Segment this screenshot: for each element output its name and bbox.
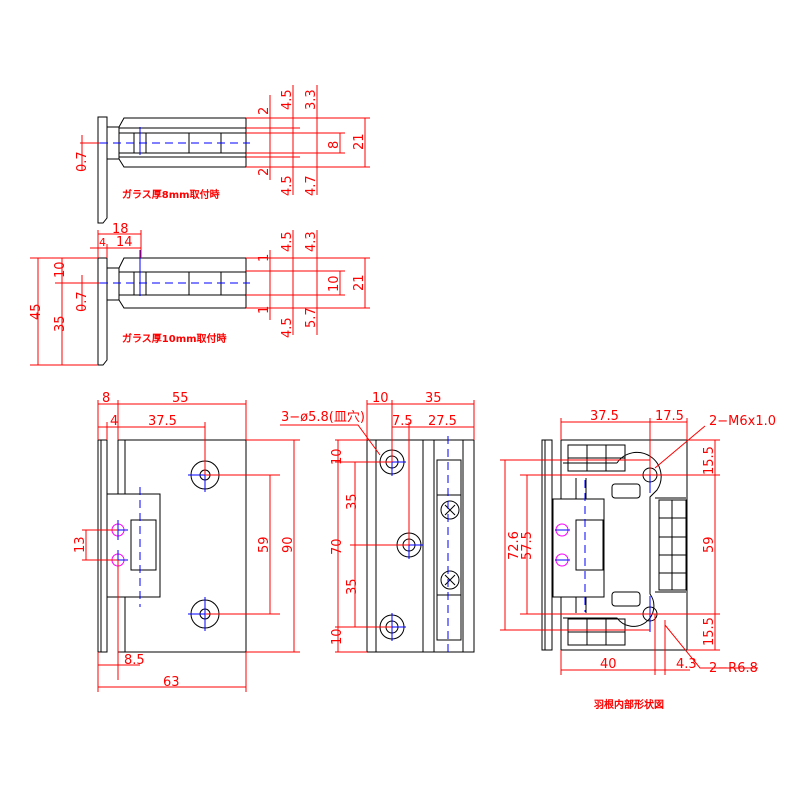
drawing-line bbox=[280, 400, 475, 653]
dim: 10 bbox=[372, 391, 389, 406]
dim: 72.6 bbox=[507, 531, 522, 560]
dim: 35 bbox=[345, 493, 360, 510]
radius-note: 2−R6.8 bbox=[709, 661, 758, 676]
drawing-line bbox=[436, 494, 462, 596]
dim: 3.3 bbox=[304, 89, 319, 110]
dim: 4.3 bbox=[676, 657, 697, 672]
thread-note: 2−M6x1.0 bbox=[709, 414, 776, 429]
dim: 15.5 bbox=[702, 617, 717, 646]
dim: 10 bbox=[330, 448, 345, 465]
top-view-10mm: 18 4 14 1 4.5 4.3 10 21 1 4.5 5.7 0.7 45… bbox=[29, 222, 370, 366]
dim: 21 bbox=[352, 133, 367, 150]
dim: 18 bbox=[112, 222, 129, 237]
drawing-line bbox=[500, 418, 758, 675]
dim: 90 bbox=[281, 536, 296, 553]
drawing-line bbox=[567, 444, 626, 472]
drawing-line bbox=[575, 519, 604, 571]
dim: 8.5 bbox=[124, 653, 145, 668]
drawing-line bbox=[375, 440, 464, 652]
drawing-line bbox=[30, 233, 370, 366]
dim: 8 bbox=[327, 141, 342, 149]
dim: 35 bbox=[53, 315, 68, 332]
drawing-line bbox=[555, 457, 668, 632]
dim: 4.5 bbox=[280, 231, 295, 252]
dim: 35 bbox=[425, 391, 442, 406]
side-view: 10 35 7.5 27.5 3−ø5.8(皿穴) 10 35 70 35 10 bbox=[280, 391, 475, 656]
drawing-line bbox=[97, 439, 108, 653]
drawing-line bbox=[106, 439, 247, 653]
drawing-line bbox=[658, 499, 687, 591]
dim: 59 bbox=[257, 536, 272, 553]
dim: 2 bbox=[257, 168, 272, 176]
hole-note: 3−ø5.8(皿穴) bbox=[281, 410, 365, 425]
top-view-8mm: 2 4.5 3.3 8 21 2 4.5 4.7 0.7 ガラス厚8mm取付時 bbox=[75, 85, 370, 224]
caption: ガラス厚8mm取付時 bbox=[122, 188, 220, 201]
dim: 17.5 bbox=[655, 409, 684, 424]
dim: 1 bbox=[257, 254, 272, 262]
dim: 35 bbox=[345, 578, 360, 595]
drawing-line bbox=[541, 439, 553, 651]
dim: 4 bbox=[99, 236, 106, 249]
caption: 羽根内部形状図 bbox=[594, 698, 664, 711]
dim: 7.5 bbox=[392, 414, 413, 429]
dim: 10 bbox=[53, 261, 68, 278]
dim: 70 bbox=[330, 538, 345, 555]
drawing-line bbox=[37, 230, 366, 365]
dim: 37.5 bbox=[590, 409, 619, 424]
drawing-line bbox=[106, 267, 120, 301]
drawing-line bbox=[82, 400, 300, 692]
mount-plate bbox=[97, 116, 108, 224]
drawing-line bbox=[107, 493, 161, 598]
dim: 4 bbox=[110, 414, 118, 429]
dim: 4.5 bbox=[280, 317, 295, 338]
dim: 15.5 bbox=[702, 446, 717, 475]
dim: 10 bbox=[327, 275, 342, 292]
dim: 27.5 bbox=[428, 414, 457, 429]
dim: 0.7 bbox=[75, 291, 90, 312]
dim: 55 bbox=[172, 391, 189, 406]
dim: 45 bbox=[29, 303, 44, 320]
internal-shape-view: 37.5 17.5 2−M6x1.0 15.5 59 15.5 72.6 57.… bbox=[500, 409, 776, 711]
drawing-line bbox=[553, 478, 605, 613]
dim: 59 bbox=[702, 536, 717, 553]
dim: 57.5 bbox=[520, 531, 535, 560]
drawing-line bbox=[444, 504, 456, 586]
dim: 10 bbox=[330, 628, 345, 645]
drawing-line bbox=[567, 618, 626, 646]
dim: 14 bbox=[116, 235, 133, 250]
dim: 4.3 bbox=[304, 231, 319, 252]
front-view: 8 55 4 37.5 13 59 90 8.5 63 bbox=[73, 391, 300, 692]
dim: 13 bbox=[73, 536, 88, 553]
dim: 2 bbox=[257, 107, 272, 115]
drawing-line bbox=[81, 85, 366, 195]
dim: 8 bbox=[102, 391, 110, 406]
drawing-line bbox=[563, 451, 686, 627]
drawing-line bbox=[611, 483, 641, 499]
dim: 37.5 bbox=[148, 414, 177, 429]
dim: 1 bbox=[257, 306, 272, 314]
dim: 21 bbox=[352, 274, 367, 291]
drawing-line bbox=[80, 117, 370, 168]
drawing-line bbox=[130, 519, 157, 571]
dim: 5.7 bbox=[304, 307, 319, 328]
caption: ガラス厚10mm取付時 bbox=[122, 332, 227, 345]
drawing-line bbox=[366, 439, 475, 653]
dim: 4.5 bbox=[280, 89, 295, 110]
drawing-line bbox=[97, 257, 108, 366]
drawing-line bbox=[611, 591, 641, 607]
drawing-line bbox=[110, 458, 222, 631]
dim: 4.7 bbox=[304, 175, 319, 196]
rib-grid bbox=[567, 444, 687, 646]
dim: 0.7 bbox=[75, 151, 90, 172]
dim: 63 bbox=[163, 675, 180, 690]
drawing-line bbox=[436, 459, 462, 641]
dim: 4.5 bbox=[280, 175, 295, 196]
screw-icon bbox=[440, 570, 460, 590]
dim: 40 bbox=[600, 657, 617, 672]
screw-icon bbox=[440, 500, 460, 520]
